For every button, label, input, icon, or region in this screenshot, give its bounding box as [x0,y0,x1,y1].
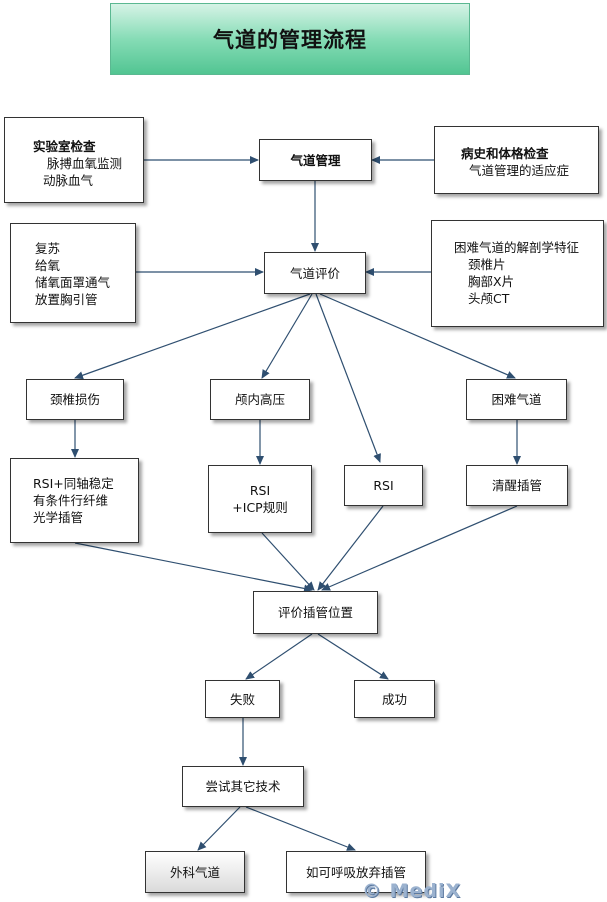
difficult-airway-box: 困难气道 [466,379,567,420]
awake-intubation-label: 清醒插管 [491,478,542,493]
rsi-icp-item: RSI [249,483,271,498]
lab-tests-item: 脉搏血氧监测 [47,156,123,171]
difficult-anatomy-box: 困难气道的解剖学特征 颈椎片 胸部X片 头颅CT [431,220,604,327]
lab-tests-item: 动脉血气 [43,173,94,188]
confirm-tube-position-box: 评价插管位置 [253,591,378,634]
watermark: © MediX [362,880,462,902]
surgical-airway-label: 外科气道 [169,864,220,880]
difficult-anatomy-item: 头颅CT [468,291,510,306]
surgical-airway-box: 外科气道 [145,851,245,893]
arrow-evaluate-to-rsi [315,293,381,463]
page-title-text: 气道的管理流程 [213,28,367,52]
arrow-rsi-icp-to-confirm [261,532,315,591]
rsi-box: RSI [344,465,423,506]
airway-evaluation-label: 气道评价 [289,265,340,281]
abandon-intubation-label: 如可呼吸放弃插管 [305,864,406,880]
rsi-inline-item: RSI+同轴稳定 [33,476,114,491]
arrow-rsi-inline-to-confirm [74,542,313,593]
failure-box: 失败 [205,680,280,718]
page-title: 气道的管理流程 [110,3,470,75]
arrow-evaluate-to-difficult [319,293,516,379]
arrow-confirm-to-success [317,633,389,680]
history-exam-item: 气道管理的适应症 [469,163,570,178]
try-other-techniques-box: 尝试其它技术 [182,766,304,807]
resuscitation-item: 放置胸引管 [35,292,98,307]
cervical-injury-box: 颈椎损伤 [26,379,124,420]
arrow-evaluate-to-cspine [74,293,311,380]
success-label: 成功 [381,691,407,707]
arrow-other-to-abandon [245,806,356,851]
history-exam-title: 病史和体格检查 [461,146,549,161]
resuscitation-item: 储氧面罩通气 [35,275,111,290]
lab-tests-box: 实验室检查 脉搏血氧监测 动脉血气 [4,117,144,203]
difficult-anatomy-item: 颈椎片 [468,257,506,272]
rsi-label: RSI [373,478,394,493]
awake-intubation-box: 清醒插管 [466,465,568,506]
cervical-injury-label: 颈椎损伤 [49,392,100,407]
difficult-anatomy-title: 困难气道的解剖学特征 [454,240,580,255]
arrow-other-to-surgical [197,806,241,851]
airway-evaluation-box: 气道评价 [264,252,366,294]
airway-management-box: 气道管理 [259,139,372,181]
abandon-intubation-box: 如可呼吸放弃插管 [286,851,426,893]
difficult-airway-label: 困难气道 [491,392,542,407]
rsi-inline-item: 有条件行纤维 [33,493,109,508]
intracranial-pressure-label: 颅内高压 [234,392,285,407]
resuscitation-box: 复苏 给氧 储氧面罩通气 放置胸引管 [10,223,136,323]
arrow-confirm-to-fail [245,633,313,680]
rsi-icp-box: RSI +ICP规则 [208,465,312,533]
arrow-rsi-to-confirm [317,505,384,591]
try-other-techniques-label: 尝试其它技术 [205,779,281,794]
resuscitation-item: 复苏 [35,241,61,256]
intracranial-pressure-box: 颅内高压 [210,379,310,420]
airway-management-label: 气道管理 [290,152,341,168]
rsi-inline-box: RSI+同轴稳定 有条件行纤维 光学插管 [10,458,139,543]
lab-tests-title: 实验室检查 [33,139,96,154]
difficult-anatomy-item: 胸部X片 [468,274,515,289]
confirm-tube-position-label: 评价插管位置 [277,605,353,620]
rsi-icp-item: +ICP规则 [232,500,288,515]
rsi-inline-item: 光学插管 [33,510,84,525]
arrow-evaluate-to-icp [261,293,313,379]
failure-label: 失败 [229,691,255,707]
arrow-awake-to-confirm [321,505,518,591]
resuscitation-item: 给氧 [35,258,61,273]
success-box: 成功 [354,680,435,718]
history-exam-box: 病史和体格检查 气道管理的适应症 [434,126,599,194]
